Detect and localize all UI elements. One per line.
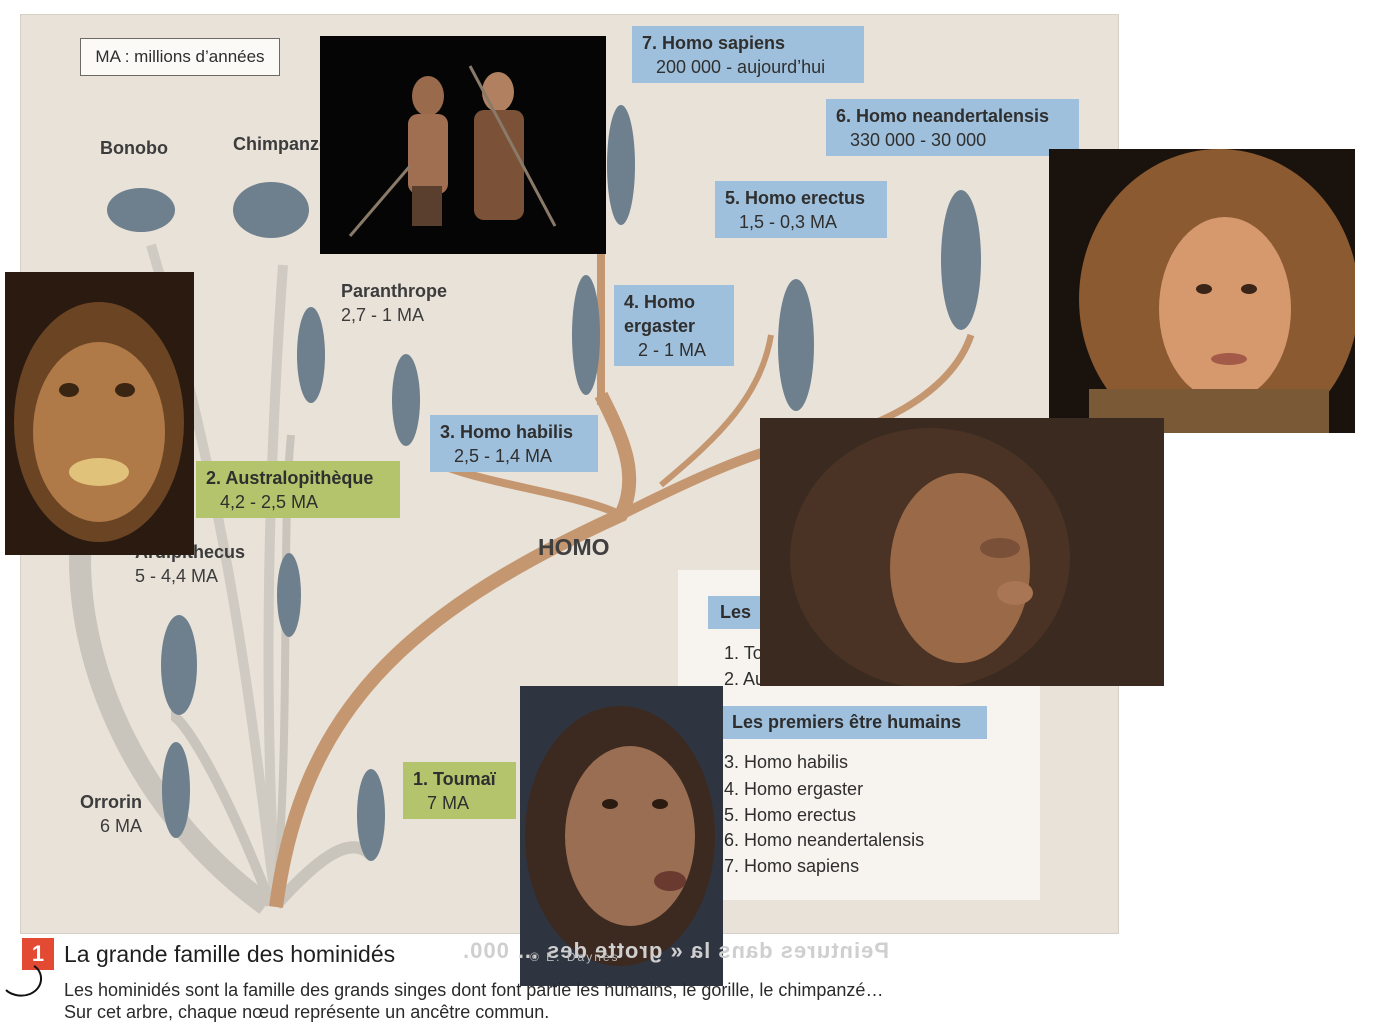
photo-neanderthal-woman	[1049, 149, 1355, 433]
legend-box: MA : millions d’années	[80, 38, 280, 76]
figure-caption-line-2: Sur cet arbre, chaque nœud représente un…	[64, 1002, 550, 1022]
tag-australo-name: 2. Australopithèque	[206, 468, 374, 488]
australo-silhouette	[277, 553, 301, 637]
paranthrope-date: 2,7 - 1 MA	[341, 305, 425, 325]
tag-australo: 2. Australopithèque 4,2 - 2,5 MA	[196, 461, 400, 518]
orrorin-label: Orrorin 6 MA	[80, 790, 142, 838]
homo-habilis-silhouette	[392, 354, 420, 446]
pen-stroke	[5, 965, 42, 997]
tag-habilis-name: 3. Homo habilis	[440, 422, 574, 442]
toumai-silhouette	[357, 769, 385, 861]
homo-label: HOMO	[538, 534, 610, 560]
info-second-item-2: 4. Homo ergaster	[724, 779, 864, 799]
photo-toumai	[520, 686, 723, 986]
tag-erectus-date: 1,5 - 0,3 MA	[739, 212, 838, 232]
info-second-heading: Les premiers être humains	[720, 706, 987, 739]
info-second-item-4: 6. Homo neandertalensis	[724, 830, 925, 850]
photo-credit: © E. Daynès	[530, 950, 620, 964]
tag-ergaster-date: 2 - 1 MA	[638, 340, 707, 360]
chimp-silhouette	[233, 182, 309, 238]
orrorin-silhouette	[162, 742, 190, 838]
photo-erectus-profile	[760, 418, 1164, 686]
tag-sapiens-name: 7. Homo sapiens	[642, 33, 786, 53]
info-second-item-5: 7. Homo sapiens	[724, 856, 860, 876]
orrorin-name: Orrorin	[80, 792, 143, 812]
figure-title: La grande famille des hominidés	[64, 941, 396, 967]
bonobo-silhouette	[107, 188, 175, 232]
figure-number-badge: 1	[22, 938, 54, 970]
photo-two-men	[320, 36, 606, 254]
info-second-item-3: 5. Homo erectus	[724, 805, 857, 825]
info-first-item-1: 1. To	[724, 643, 763, 663]
tag-habilis: 3. Homo habilis 2,5 - 1,4 MA	[430, 415, 598, 472]
ergaster-silhouette	[572, 275, 600, 395]
neander-silhouette	[941, 190, 981, 330]
paranthrope-name: Paranthrope	[341, 281, 448, 301]
figure-caption-line-1: Les hominidés sont la famille des grands…	[64, 980, 884, 1000]
tag-erectus: 5. Homo erectus 1,5 - 0,3 MA	[715, 181, 887, 238]
bonobo-label: Bonobo	[100, 138, 168, 158]
info-second-item-1: 3. Homo habilis	[724, 752, 849, 772]
sapiens-silhouette	[607, 105, 635, 225]
photo-australopithecus	[5, 272, 194, 555]
chimp-label: Chimpanzé	[233, 134, 330, 154]
ardipithecus-date: 5 - 4,4 MA	[135, 566, 219, 586]
tag-toumai: 1. Toumaï 7 MA	[403, 762, 516, 819]
tag-neandertalensis: 6. Homo neandertalensis 330 000 - 30 000	[826, 99, 1079, 156]
tag-toumai-date: 7 MA	[427, 793, 470, 813]
orrorin-date: 6 MA	[100, 816, 143, 836]
ardipithecus-silhouette	[161, 615, 197, 715]
erectus-silhouette	[778, 279, 814, 411]
tag-australo-date: 4,2 - 2,5 MA	[220, 492, 319, 512]
tag-habilis-date: 2,5 - 1,4 MA	[454, 446, 553, 466]
info-first-item-2: 2. Au	[724, 669, 766, 689]
tag-toumai-name: 1. Toumaï	[413, 769, 496, 789]
tag-erectus-name: 5. Homo erectus	[725, 188, 866, 208]
paranthrope-silhouette	[297, 307, 325, 403]
paranthrope-label: Paranthrope 2,7 - 1 MA	[341, 279, 447, 327]
bleed-through-text: Peintures dans la « grotte des … 000.	[462, 938, 890, 963]
tag-sapiens-date: 200 000 - aujourd’hui	[656, 57, 826, 77]
tag-ergaster: 4. Homo ergaster 2 - 1 MA	[614, 285, 734, 366]
tag-ergaster-name: 4. Homo ergaster	[624, 292, 696, 336]
tag-sapiens: 7. Homo sapiens 200 000 - aujourd’hui	[632, 26, 864, 83]
tag-neander-name: 6. Homo neandertalensis	[836, 106, 1050, 126]
tag-neander-date: 330 000 - 30 000	[850, 130, 987, 150]
